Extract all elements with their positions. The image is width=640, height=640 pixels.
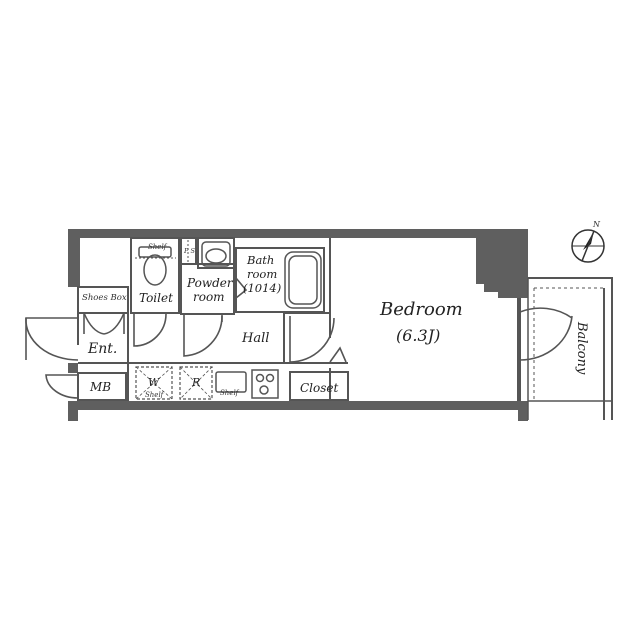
room-labels: Shoes Box Shelf P S Toilet Powder room B… xyxy=(82,243,589,399)
label-w-shelf: Shelf xyxy=(145,391,165,399)
label-bedroom: Bedroom xyxy=(379,299,463,320)
fixtures xyxy=(135,240,322,400)
label-toilet-shelf: Shelf xyxy=(148,243,168,251)
compass-north-label: N xyxy=(592,220,601,229)
label-powder-1: Powder xyxy=(186,276,234,290)
door-swings xyxy=(25,277,573,399)
label-entrance: Ent. xyxy=(87,341,117,357)
label-r: R xyxy=(191,376,200,389)
label-balcony: Balcony xyxy=(574,321,589,375)
compass-needle-icon xyxy=(583,231,594,250)
label-bedroom-size: (6.3J) xyxy=(396,326,440,345)
label-kitchen-shelf: Shelf xyxy=(220,389,240,397)
label-ps: P S xyxy=(183,247,195,255)
compass: N xyxy=(571,220,605,263)
label-bath-1: Bath xyxy=(246,253,274,267)
label-w: W xyxy=(148,376,161,389)
label-closet: Closet xyxy=(300,381,339,395)
label-bath-3: (1014) xyxy=(243,281,281,295)
balcony xyxy=(527,277,613,420)
label-bath-2: room xyxy=(247,267,277,281)
structure-walls xyxy=(68,229,528,421)
label-hall: Hall xyxy=(241,331,269,346)
label-powder-2: room xyxy=(193,290,225,304)
label-mb: MB xyxy=(89,380,111,394)
label-toilet: Toilet xyxy=(139,291,173,305)
label-shoes-box: Shoes Box xyxy=(82,293,127,303)
